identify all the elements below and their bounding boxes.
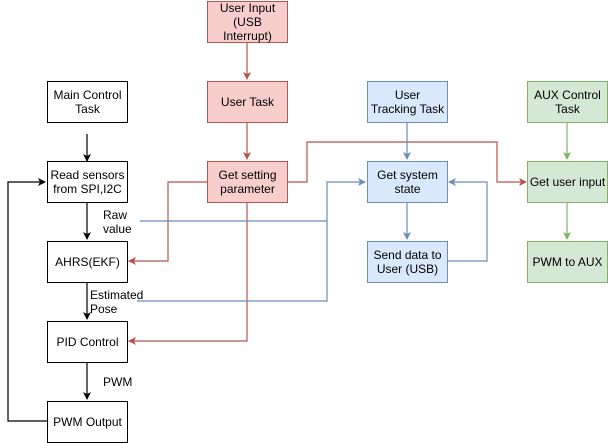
node-get-system-state: Get system state (367, 161, 448, 203)
node-aux-control-task: AUX Control Task (527, 81, 608, 123)
node-pwm-to-aux: PWM to AUX (527, 241, 608, 283)
node-user-input: User Input (USB Interrupt) (207, 1, 288, 43)
node-main-control-task: Main Control Task (47, 81, 128, 123)
node-read-sensors: Read sensors from SPI,I2C (47, 161, 128, 203)
node-user-task: User Task (207, 81, 288, 123)
edge-pwm-output-feedback (7, 178, 47, 422)
node-send-data-to-user: Send data to User (USB) (367, 241, 448, 283)
label-estimated-pose: Estimated Pose (90, 288, 144, 316)
edge-estimated-pose-to-get-system-state (137, 221, 328, 302)
node-get-user-input: Get user input (527, 161, 608, 203)
node-user-tracking-task: User Tracking Task (367, 81, 448, 123)
edge-send-data-feedback (447, 178, 488, 262)
node-ahrs-ekf: AHRS(EKF) (47, 241, 128, 283)
node-pid-control: PID Control (47, 321, 128, 363)
label-pwm: PWM (103, 375, 133, 389)
label-raw-value: Raw value (103, 208, 132, 236)
node-pwm-output: PWM Output (47, 401, 128, 443)
edge-raw-value-to-get-system-state (140, 178, 366, 222)
edge-get-setting-to-get-user-input (287, 141, 527, 186)
node-get-setting-parameter: Get setting parameter (207, 161, 288, 203)
edge-get-setting-to-pid (128, 202, 248, 345)
